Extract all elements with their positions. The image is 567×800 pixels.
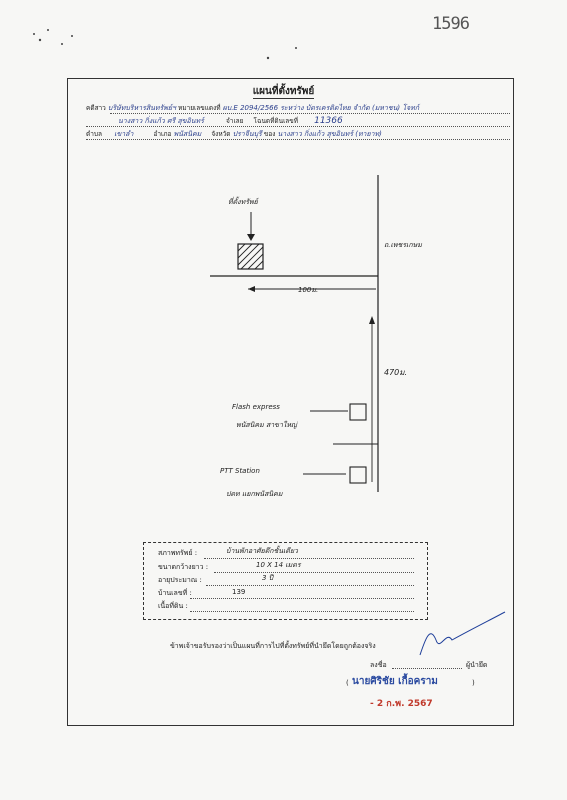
size-label: ขนาดกว้างยาว : [158, 563, 209, 571]
case-no-label: หมายเลขแดงที่ [178, 104, 221, 112]
date-stamp: - 2 ก.พ. 2567 [370, 699, 433, 709]
deed-value: บริษัทบริหารสินทรัพย์ฯ [107, 104, 176, 112]
plaintiff-text: ระหว่าง บัตรเครดิตไทย จำกัด (มหาชน) โจทก… [280, 104, 420, 112]
target-arrow-head [247, 234, 255, 241]
dotted-underline [190, 611, 414, 612]
district-value: พนัสนิคม [173, 130, 202, 138]
house-no-value: 139 [232, 588, 246, 596]
vertical-distance-arrowhead [369, 316, 375, 324]
owner-label: ของ [263, 130, 276, 138]
dotted-underline [86, 126, 510, 127]
header-row-2: นางสาว กิ่งแก้ว ศรี สุขอินทร์ จำเลย โฉนด… [118, 116, 343, 127]
target-label: ที่ตั้งทรัพย์ [228, 198, 258, 206]
property-details-box [143, 542, 428, 620]
sign-label: ลงชื่อ [370, 661, 387, 669]
signer-name-stamp: นายศิริชัย เกื้อคราม [352, 676, 438, 687]
deed-label: คดีสาว [86, 104, 106, 112]
landmark1-name: Flash express [232, 403, 280, 411]
property-label: สภาพทรัพย์ : [158, 549, 198, 557]
land-no-label: โฉนดที่ดินเลขที่ [253, 117, 299, 125]
province-value: ปราจีนบุรี [232, 130, 262, 138]
signer-open-paren: ( [346, 679, 349, 687]
defendant-value: นางสาว กิ่งแก้ว ศรี สุขอินทร์ [118, 117, 204, 125]
area-label: เนื้อที่ดิน : [158, 602, 188, 610]
district-label: อำเภอ [153, 130, 172, 138]
defendant-label: จำเลย [225, 117, 244, 125]
owner-value: นางสาว กิ่งแก้ว สุขอินทร์ (ทายาท) [277, 130, 382, 138]
landmark2-subname: ปตท แยกพนัสนิคม [226, 490, 283, 498]
landmark1-marker [349, 403, 367, 421]
dotted-underline [110, 113, 510, 114]
vertical-distance-label: 470ม. [384, 368, 408, 377]
landmark1-subname: พนัสนิคม สาขาใหญ่ [236, 421, 297, 429]
dotted-underline [204, 558, 414, 559]
landmark2-name: PTT Station [220, 467, 260, 475]
house-no-label: บ้านเลขที่ : [158, 589, 192, 597]
property-value: บ้านพักอาศัยตึกชั้นเดียว [226, 547, 298, 555]
land-no-value: 11366 [314, 116, 343, 126]
page-number: 1596 [432, 14, 470, 34]
sign-role: ผู้นำยึด [466, 661, 488, 669]
subdistrict-label: ตำบล [86, 130, 102, 138]
dotted-underline [190, 598, 414, 599]
case-no-value: ผบ.E 2094/2566 [222, 104, 279, 112]
document-frame [67, 78, 514, 726]
horizontal-distance-label: 100ม. [298, 286, 319, 294]
property-marker [237, 243, 264, 270]
dotted-underline [86, 139, 510, 140]
signature-scribble [419, 611, 506, 656]
age-value: 3 ปี [262, 574, 274, 582]
dotted-underline [214, 572, 414, 573]
dotted-underline [206, 585, 414, 586]
landmark2-marker [349, 466, 367, 484]
header-row-3: ตำบล เขาลำ อำเภอ พนัสนิคม จังหวัด ปราจีน… [86, 129, 382, 140]
horizontal-distance-arrowhead [248, 286, 255, 292]
signer-close-paren: ) [472, 679, 475, 687]
property-hatching [237, 243, 264, 270]
signature-line [392, 668, 462, 669]
header-row-1: คดีสาว บริษัทบริหารสินทรัพย์ฯ หมายเลขแดง… [86, 103, 419, 114]
page-title: แผนที่ตั้งทรัพย์ [252, 86, 315, 99]
age-label: อายุประมาณ : [158, 576, 202, 584]
road-label: ถ.เพชรเกษม [384, 241, 422, 249]
certify-text: ข้าพเจ้าขอรับรองว่าเป็นแผนที่การไปที่ตั้… [170, 642, 376, 650]
province-label: จังหวัด [211, 130, 231, 138]
size-value: 10 X 14 เมตร [256, 561, 301, 569]
property-row: สภาพทรัพย์ : [158, 548, 197, 559]
subdistrict-value: เขาลำ [114, 130, 134, 138]
